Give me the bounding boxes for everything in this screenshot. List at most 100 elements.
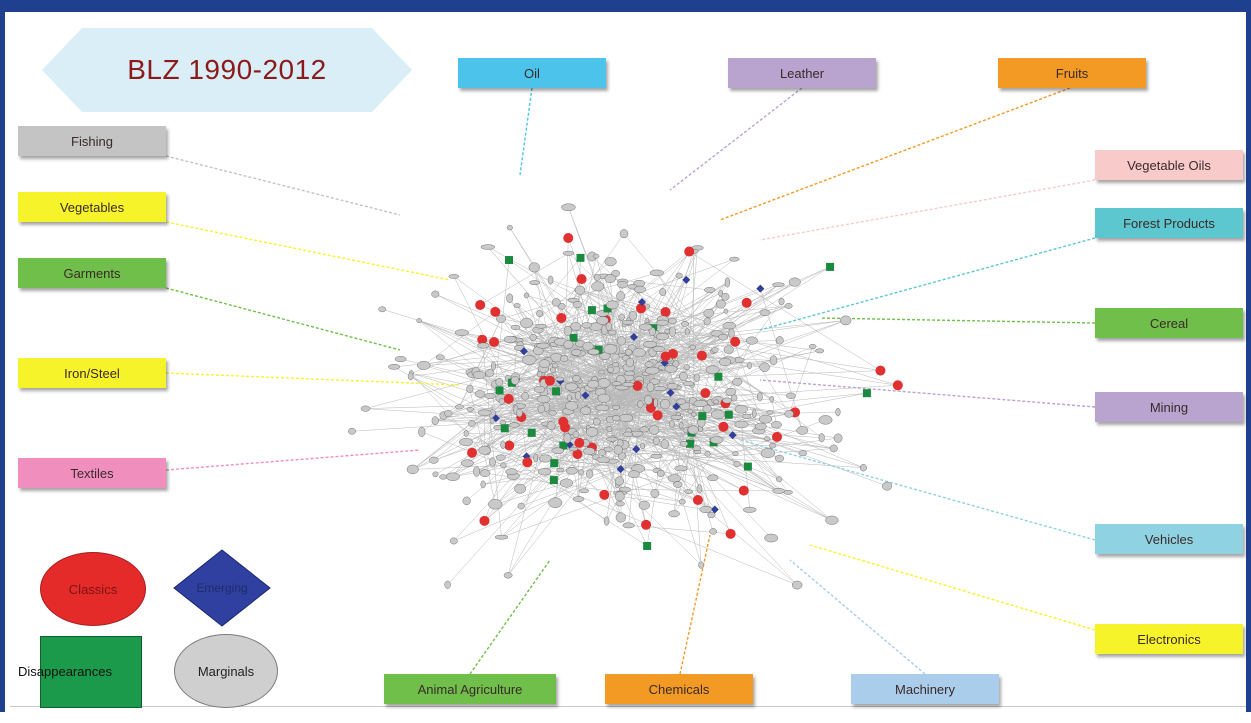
node-marginal [707, 474, 719, 482]
category-label-textiles: Textiles [18, 458, 166, 488]
category-label-electronics: Electronics [1095, 624, 1243, 654]
node-marginal [619, 229, 629, 239]
node-marginal [747, 362, 752, 370]
node-marginal [494, 534, 509, 540]
node-marginal [607, 366, 615, 373]
network-edge [484, 392, 545, 451]
network-edge [625, 406, 678, 485]
node-marginal [660, 399, 671, 410]
network-edge [612, 304, 614, 408]
node-marginal [514, 483, 526, 494]
node-marginal [565, 401, 579, 411]
bottom-divider [10, 706, 1246, 707]
node-marginal [667, 474, 682, 483]
node-marginal [605, 322, 613, 331]
network-edge [576, 256, 597, 353]
network-edges [352, 207, 898, 586]
node-classic [772, 431, 783, 442]
node-marginal [628, 470, 640, 478]
network-edge [501, 419, 826, 538]
node-disappearance [500, 424, 509, 433]
node-disappearance [550, 459, 559, 468]
node-marginal [683, 381, 694, 387]
node-marginal [552, 362, 559, 369]
leader-line-electronics [809, 544, 1096, 631]
node-marginal [597, 378, 611, 388]
node-marginal [505, 468, 518, 476]
node-marginal [741, 413, 752, 419]
network-edge [411, 372, 493, 463]
network-edge [619, 495, 706, 510]
network-edge [557, 283, 640, 451]
node-marginal [495, 454, 506, 461]
category-label-mining: Mining [1095, 392, 1243, 422]
node-marginal [732, 451, 739, 456]
network-edge [526, 295, 576, 327]
node-disappearance [569, 333, 578, 342]
network-edge [560, 303, 721, 382]
node-marginal [637, 400, 644, 409]
node-marginal [563, 325, 572, 336]
node-marginal [672, 360, 680, 368]
node-classic [576, 274, 587, 285]
node-marginal [462, 496, 471, 506]
node-marginal [603, 516, 610, 526]
node-classic [700, 388, 711, 399]
node-marginal [766, 410, 774, 415]
node-marginal [606, 426, 613, 433]
node-marginal [551, 298, 561, 307]
node-marginal [499, 420, 507, 426]
node-marginal [673, 481, 683, 488]
network-edge [720, 303, 790, 414]
network-edge [597, 286, 772, 400]
node-classic [692, 495, 703, 506]
node-disappearance [714, 372, 723, 381]
node-marginal [606, 436, 618, 442]
node-marginal [791, 580, 803, 590]
leader-line-cereal [819, 317, 1096, 324]
node-marginal [538, 359, 551, 368]
node-classic [652, 410, 663, 421]
node-marginal [668, 317, 677, 325]
category-label-animal-agriculture: Animal Agriculture [384, 674, 556, 704]
network-edge [677, 484, 702, 566]
node-marginal [623, 431, 634, 437]
node-marginal [638, 323, 653, 331]
network-edge [443, 415, 648, 547]
node-disappearance [495, 386, 504, 395]
node-marginal [603, 446, 614, 452]
node-marginal [653, 386, 667, 391]
node-marginal [759, 362, 770, 372]
node-marginal [617, 281, 628, 289]
node-marginal [529, 280, 540, 285]
node-classic [599, 489, 610, 500]
node-marginal [687, 408, 694, 415]
category-label-leather: Leather [728, 58, 876, 88]
node-marginal [621, 320, 634, 325]
node-marginal [615, 501, 625, 507]
node-marginal [674, 465, 688, 472]
network-edge [636, 397, 772, 539]
network-edge [603, 275, 680, 460]
node-marginal [348, 427, 356, 435]
node-marginal [784, 410, 794, 418]
node-marginal [556, 467, 565, 473]
node-marginal [555, 376, 565, 382]
node-marginal [704, 287, 716, 293]
network-edge [483, 345, 682, 402]
node-marginal [500, 440, 506, 449]
node-marginal [431, 416, 439, 426]
network-edge [484, 373, 540, 451]
node-marginal [448, 274, 460, 279]
node-classic [738, 485, 749, 496]
node-marginal [489, 457, 496, 467]
node-marginal [675, 272, 683, 279]
node-marginal [684, 489, 693, 494]
node-marginal [745, 336, 758, 345]
node-marginal [624, 348, 633, 356]
node-classic [718, 421, 729, 432]
node-marginal [723, 308, 729, 314]
network-edge [507, 304, 578, 576]
node-marginal [728, 328, 735, 339]
node-marginal [711, 409, 725, 420]
